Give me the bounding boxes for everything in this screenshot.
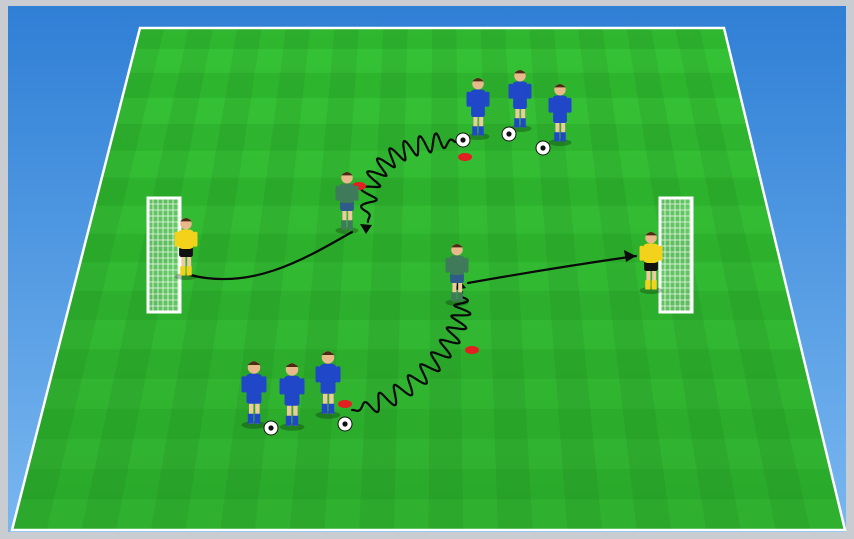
- cone: [465, 346, 479, 354]
- ball: [338, 417, 352, 431]
- pitch: [0, 28, 854, 530]
- ball: [264, 421, 278, 435]
- ball: [456, 133, 470, 147]
- cone: [458, 153, 472, 161]
- cone: [338, 400, 352, 408]
- ball: [536, 141, 550, 155]
- ball: [502, 127, 516, 141]
- right-goal: [660, 198, 692, 312]
- left-goal: [148, 198, 180, 312]
